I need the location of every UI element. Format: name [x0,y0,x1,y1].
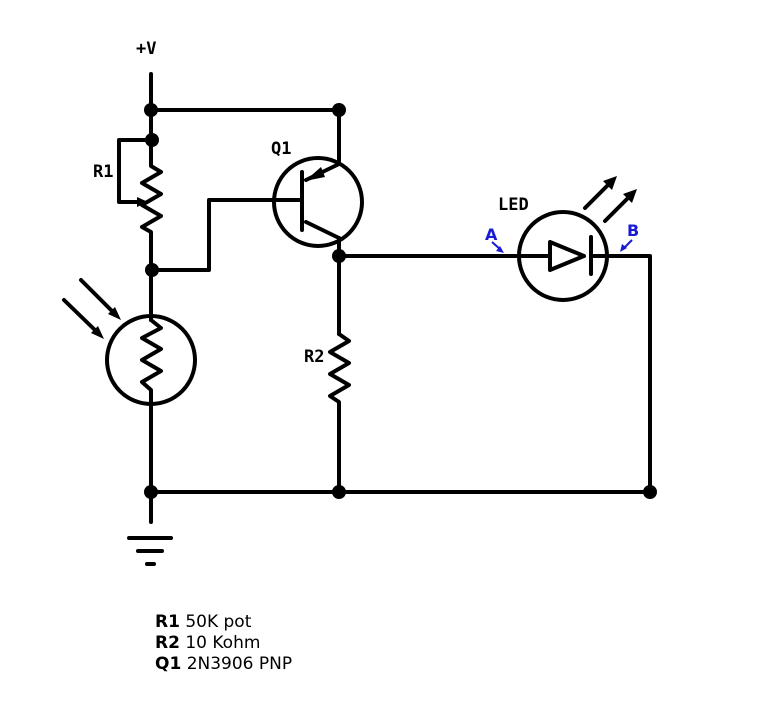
junction-dot [332,249,346,263]
led-label: LED [498,195,529,215]
r2-label: R2 [304,347,324,367]
r1-wiper-wire [117,138,153,204]
r1-label: R1 [93,162,113,182]
component-legend: R1 50K pot R2 10 Kohm Q1 2N3906 PNP [155,612,292,675]
led-emission-arrow-2 [603,194,632,223]
legend-row-q1: Q1 2N3906 PNP [155,654,292,675]
junction-dot [144,103,158,117]
led-emission-arrow-1 [583,181,612,210]
light-ray-1-arrowhead [91,326,104,339]
r1-wiper-arrowhead [137,197,148,207]
legend-value: 10 Kohm [185,633,261,653]
junction-dot [145,133,159,147]
light-ray-2 [79,278,116,315]
legend-ref: Q1 [155,654,182,674]
light-ray-1 [62,298,99,334]
junction-dot [643,485,657,499]
junction-dot [332,485,346,499]
photoresistor-zigzag [140,318,163,400]
q1-label: Q1 [271,139,291,159]
r2-resistor-zigzag [328,332,351,412]
light-ray-2-arrowhead [108,307,121,320]
node-a-label: A [485,225,498,244]
node-b-label: B [627,221,639,240]
node-a-arrowhead [496,246,504,253]
junction-dot [144,485,158,499]
junction-dot [332,103,346,117]
legend-ref: R2 [155,633,180,653]
node-b-arrowhead [620,244,627,252]
led-diode-triangle [548,240,586,272]
q1-emitter-arrowhead [305,167,325,181]
supply-voltage-label: +V [136,39,156,59]
r1-resistor-zigzag [140,160,163,242]
led-cathode-wire [589,254,652,494]
q1-collector-leg [304,220,341,240]
q1-transistor-circle [272,156,364,248]
led-emission-arrowhead-2 [623,189,637,203]
legend-row-r1: R1 50K pot [155,612,292,633]
legend-value: 2N3906 PNP [186,654,293,674]
base-wire [149,198,304,272]
legend-ref: R1 [155,612,180,632]
junction-dot [145,263,159,277]
legend-value: 50K pot [185,612,252,632]
legend-row-r2: R2 10 Kohm [155,633,292,654]
led-emission-arrowhead-1 [603,176,617,190]
